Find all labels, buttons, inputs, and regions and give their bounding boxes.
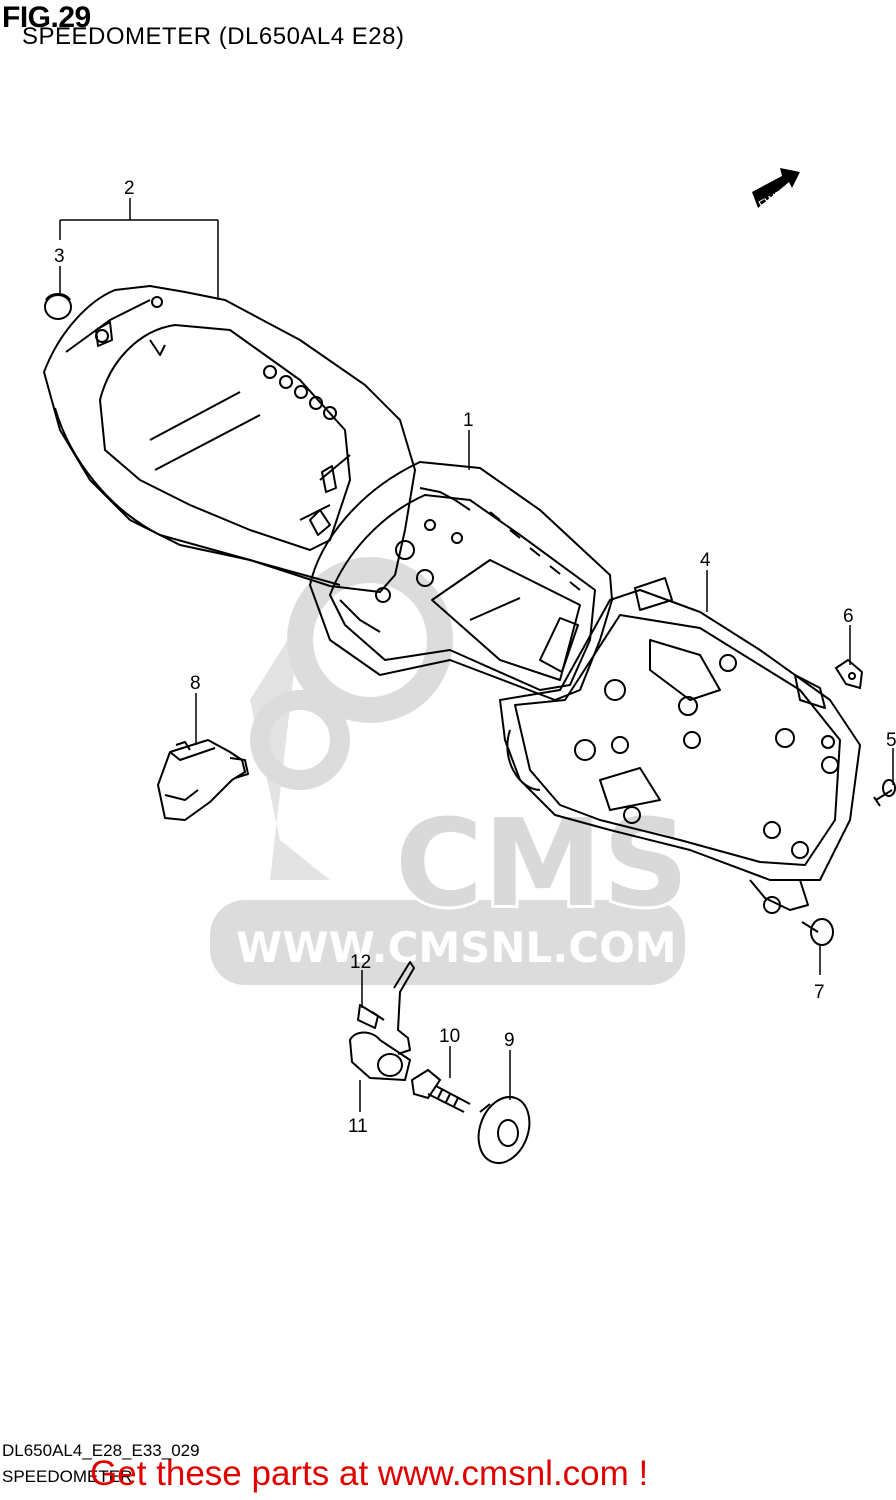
figure-subtitle: SPEEDOMETER (DL650AL4 E28) bbox=[22, 23, 405, 50]
callout-3: 3 bbox=[54, 246, 65, 267]
washer-9-part bbox=[477, 1096, 531, 1164]
callout-12: 12 bbox=[350, 952, 371, 973]
connector-part bbox=[157, 739, 249, 821]
meter-case-part bbox=[499, 577, 861, 914]
callout-4: 4 bbox=[700, 550, 711, 571]
callout-6: 6 bbox=[843, 606, 854, 627]
nut-clip-part bbox=[834, 658, 864, 690]
diagram-code: DL650AL4_E28_E33_029 bbox=[2, 1441, 200, 1460]
callout-9: 9 bbox=[504, 1030, 515, 1051]
callout-10: 10 bbox=[439, 1026, 460, 1047]
meter-cover-part bbox=[43, 285, 416, 593]
callout-2: 2 bbox=[124, 178, 135, 199]
callout-numbers: 2 3 1 4 6 5 8 7 12 10 9 11 bbox=[54, 178, 896, 1137]
callout-1: 1 bbox=[463, 410, 474, 431]
screw-7-part bbox=[801, 918, 834, 946]
callout-5: 5 bbox=[886, 730, 896, 751]
fwd-arrow-icon: FWD bbox=[752, 168, 800, 212]
section-label: SPEEDOMETER bbox=[2, 1467, 133, 1486]
cmsnl-watermark: CMS WWW.CMSNL.COM bbox=[210, 557, 692, 985]
promo-link[interactable]: Get these parts at www.cmsnl.com ! bbox=[90, 1454, 649, 1493]
leader-lines bbox=[59, 198, 894, 1112]
screw-5-part bbox=[873, 779, 896, 807]
bracket-part bbox=[349, 961, 415, 1081]
callout-11: 11 bbox=[348, 1116, 368, 1137]
watermark-logo-text: CMS bbox=[395, 795, 689, 934]
bolt-10-part bbox=[410, 1068, 471, 1113]
figure-title: FIG.29 bbox=[2, 1, 91, 34]
callout-8: 8 bbox=[190, 673, 201, 694]
callout-7: 7 bbox=[814, 982, 825, 1003]
watermark-url-text: WWW.CMSNL.COM bbox=[236, 923, 677, 972]
rubber-cap-part bbox=[44, 293, 72, 320]
